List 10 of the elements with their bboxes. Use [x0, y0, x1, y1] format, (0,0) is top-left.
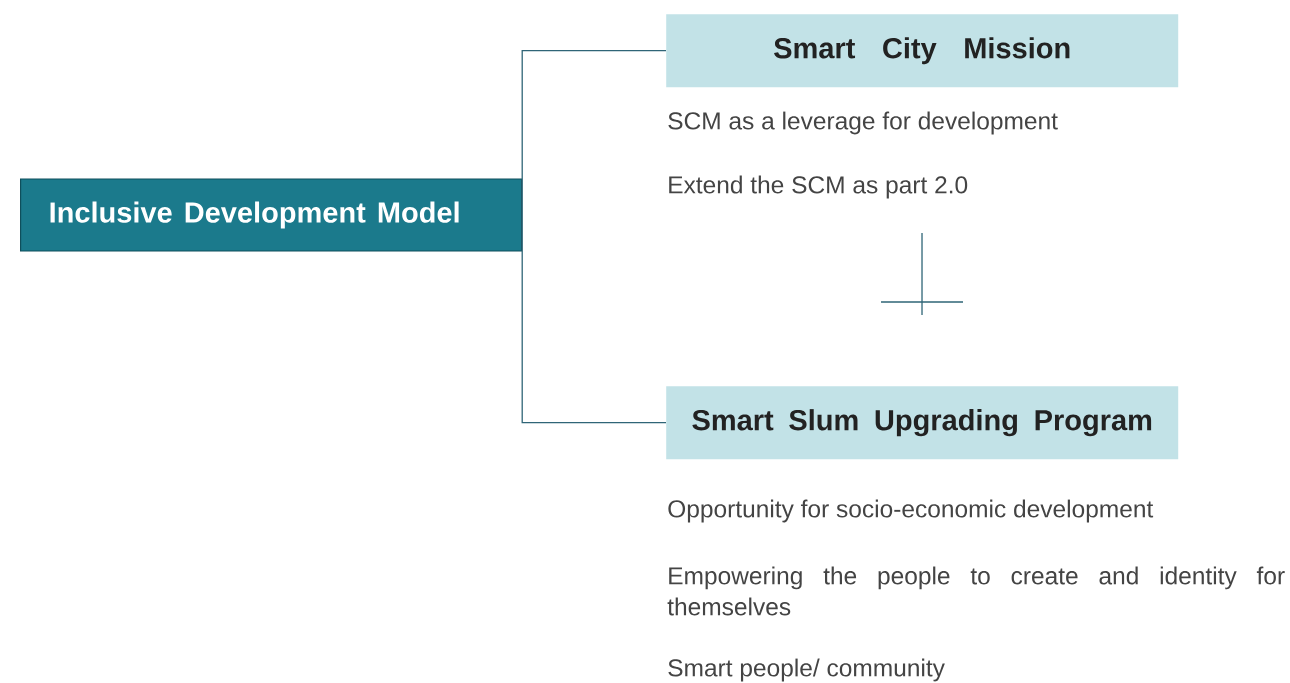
description-text: Empowering the people to create and identity for themselves: [667, 566, 1285, 616]
topic-box: Smart Slum Upgrading Program: [666, 386, 1179, 460]
description-text: Opportunity for socio-economic development: [668, 499, 1154, 523]
root-box: Inclusive Development Model: [20, 178, 523, 252]
connector-line: [521, 50, 667, 216]
description-text: Smart people/ community: [668, 658, 945, 682]
description-text: SCM as a leverage for development: [668, 111, 1058, 135]
connector-line: [521, 214, 667, 424]
topic-box: Smart City Mission: [666, 14, 1179, 88]
description-text: Extend the SCM as part 2.0: [669, 175, 968, 199]
